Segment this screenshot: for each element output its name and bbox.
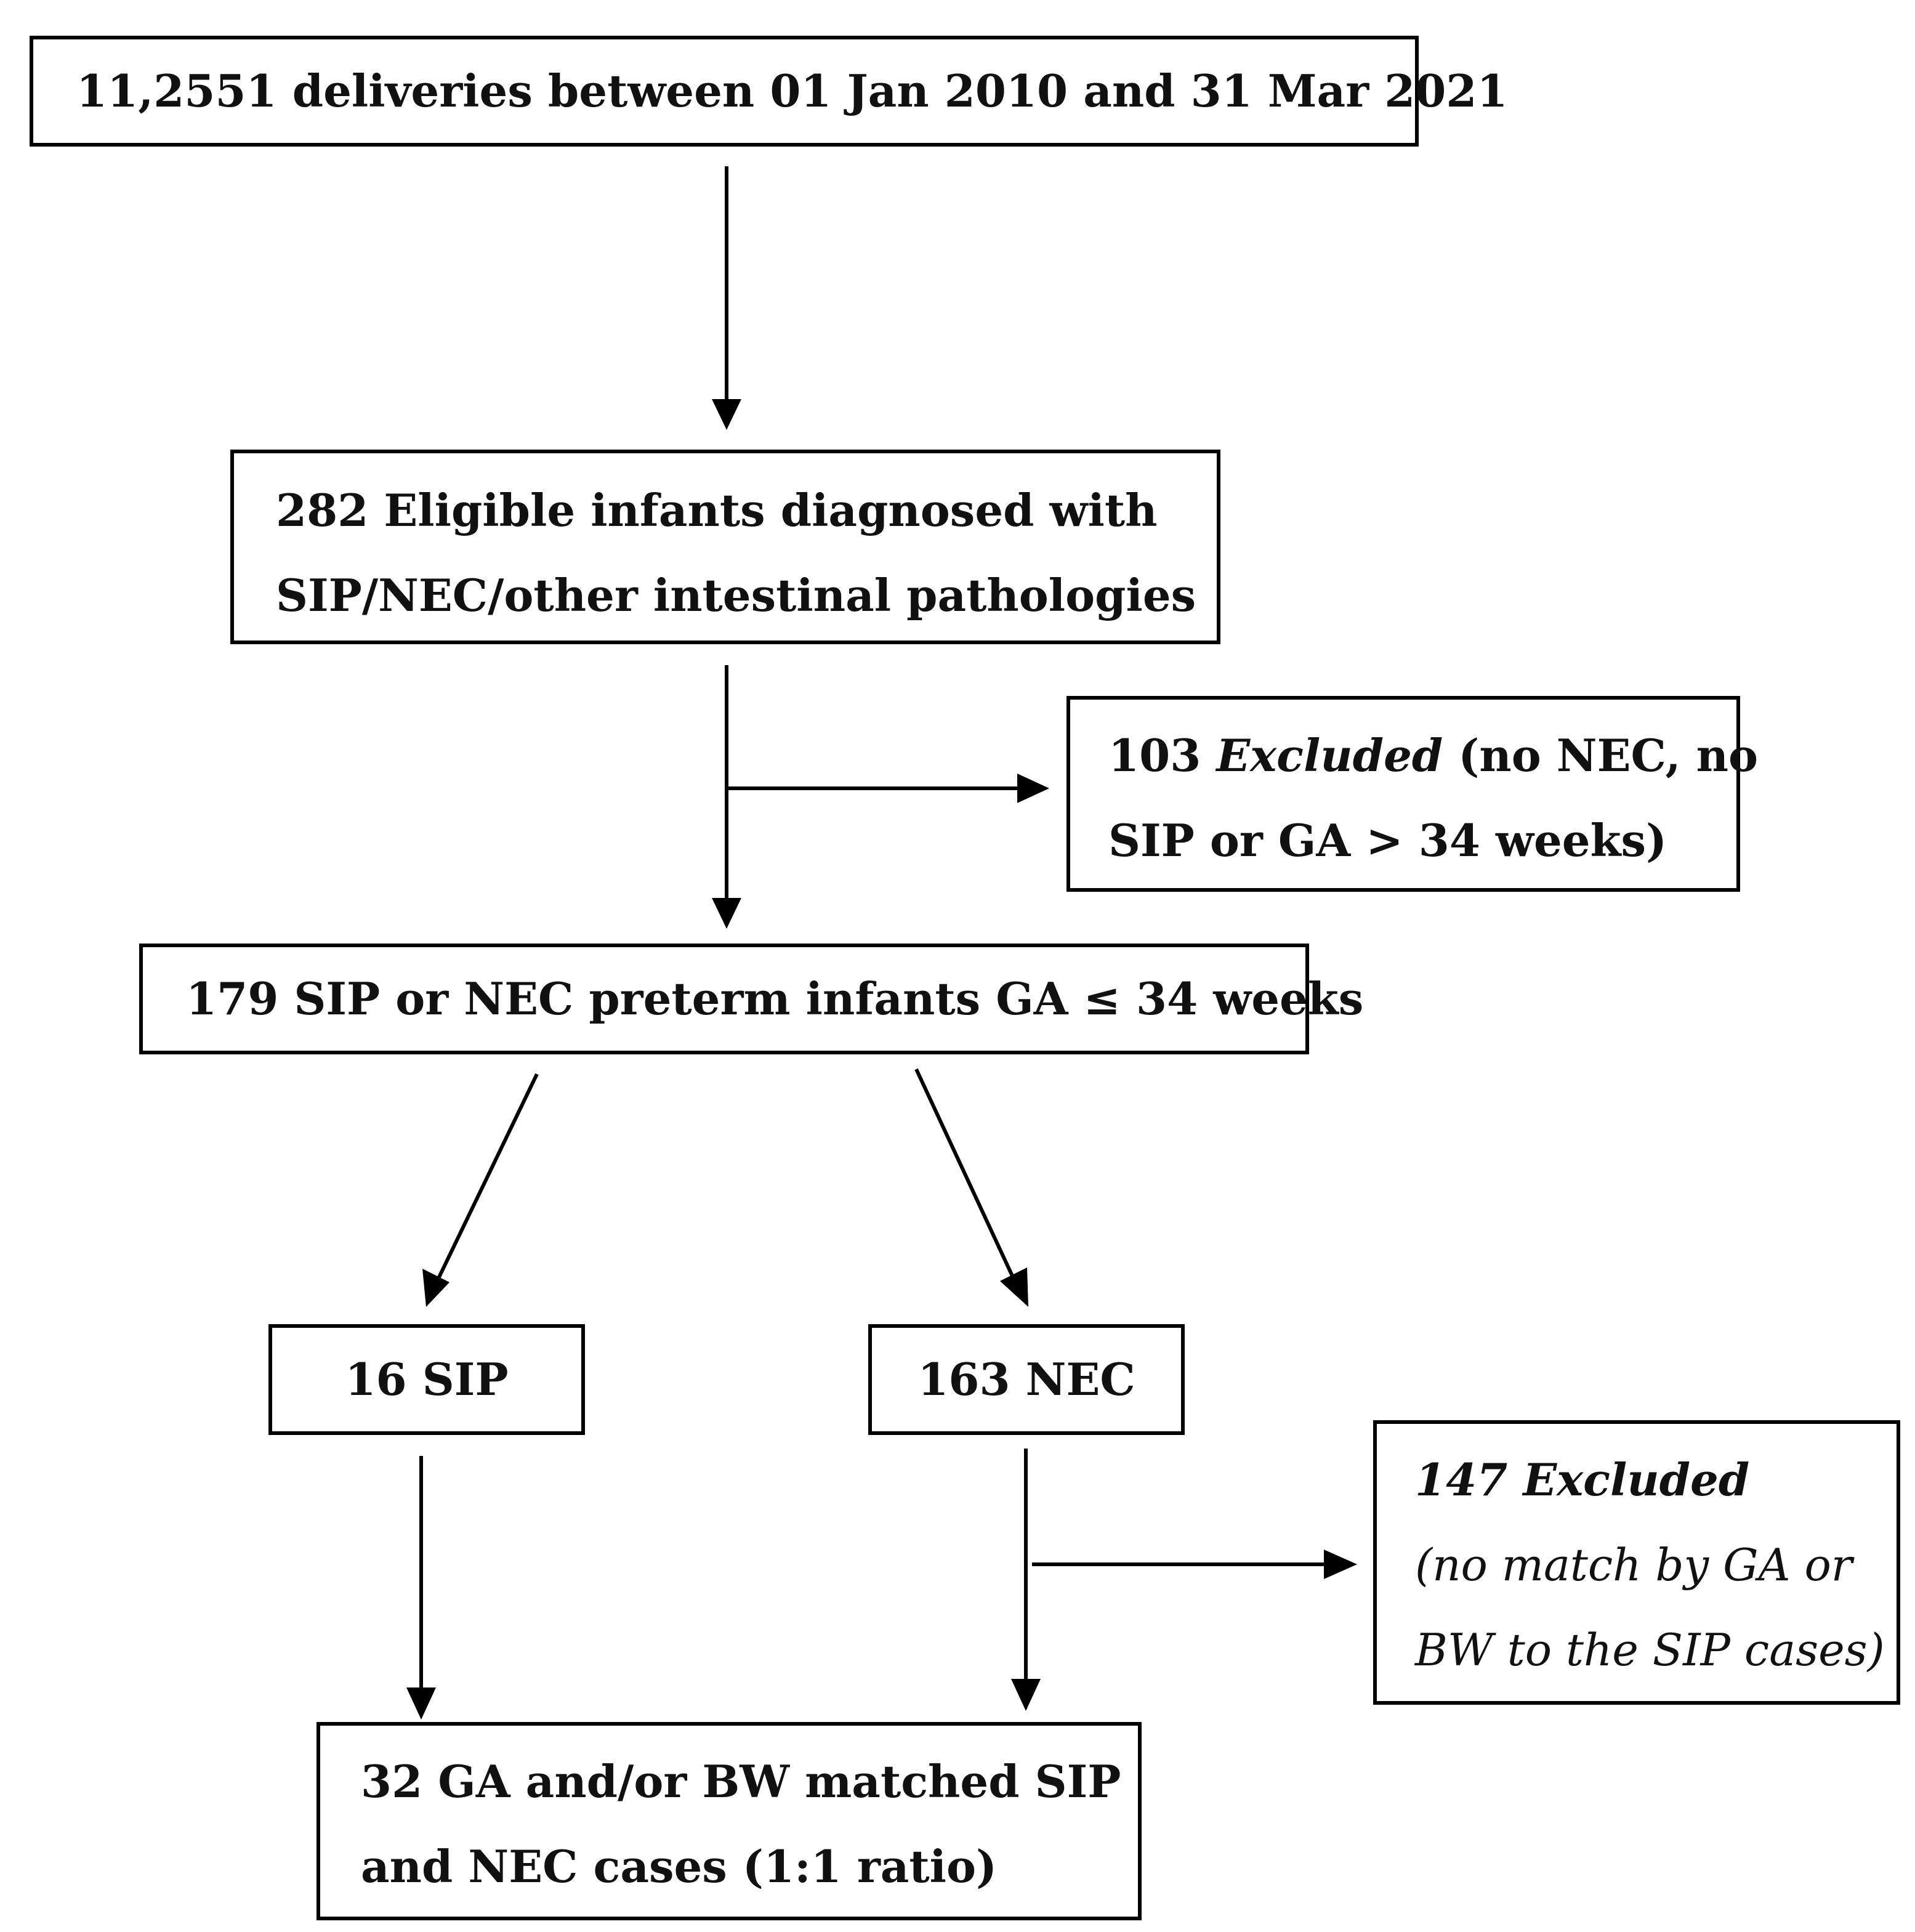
excluded-103-word: Excluded [1216, 729, 1443, 782]
nec-box: 163 NEC [868, 1324, 1185, 1435]
arrowhead-nec [1000, 1267, 1028, 1307]
preterm-box: 179 SIP or NEC preterm infants GA ≤ 34 w… [139, 944, 1364, 1054]
deliveries-text: 11,2551 deliveries between 01 Jan 2010 a… [76, 65, 1508, 117]
excluded-103-line-1: 103 Excluded (no NEC, no [1108, 713, 1758, 798]
matched-line-2: and NEC cases (1:1 ratio) [361, 1840, 998, 1893]
sip-box: 16 SIP [268, 1324, 585, 1435]
excluded-147-line-3: BW to the SIP cases) [1415, 1624, 1885, 1676]
arrow-preterm-to-sip [435, 1073, 539, 1282]
arrowhead-excluded-103 [1017, 774, 1049, 803]
nec-text: 163 NEC [917, 1353, 1135, 1405]
arrowhead-eligible [712, 399, 741, 430]
excluded-147-line-1: 147 Excluded [1415, 1453, 1750, 1506]
preterm-text: 179 SIP or NEC preterm infants GA ≤ 34 w… [186, 972, 1364, 1025]
arrowhead-excluded-147 [1324, 1550, 1357, 1579]
arrowhead-matched-right [1011, 1679, 1041, 1711]
matched-line-1: 32 GA and/or BW matched SIP [361, 1755, 1121, 1808]
arrowhead-matched-left [406, 1687, 436, 1720]
excluded-103-line-2: SIP or GA > 34 weeks) [1108, 814, 1667, 867]
excluded-147-line-2: (no match by GA or [1415, 1539, 1853, 1591]
matched-box: 32 GA and/or BW matched SIP and NEC case… [316, 1722, 1142, 1920]
excluded-103-box: 103 Excluded (no NEC, no SIP or GA > 34 … [1066, 696, 1758, 892]
deliveries-box: 11,2551 deliveries between 01 Jan 2010 a… [30, 36, 1508, 147]
eligible-line-2: SIP/NEC/other intestinal pathologies [276, 569, 1196, 621]
eligible-box: 282 Eligible infants diagnosed with SIP/… [230, 450, 1220, 644]
arrowhead-sip [422, 1269, 450, 1307]
excluded-147-box: 147 Excluded (no match by GA or BW to th… [1373, 1420, 1900, 1705]
arrow-preterm-to-nec [914, 1068, 1015, 1280]
excluded-103-reason: (no NEC, no [1458, 729, 1759, 782]
sip-text: 16 SIP [345, 1353, 509, 1405]
excluded-103-count: 103 [1108, 729, 1201, 782]
arrowhead-preterm [712, 898, 741, 929]
eligible-line-1: 282 Eligible infants diagnosed with [276, 484, 1158, 536]
